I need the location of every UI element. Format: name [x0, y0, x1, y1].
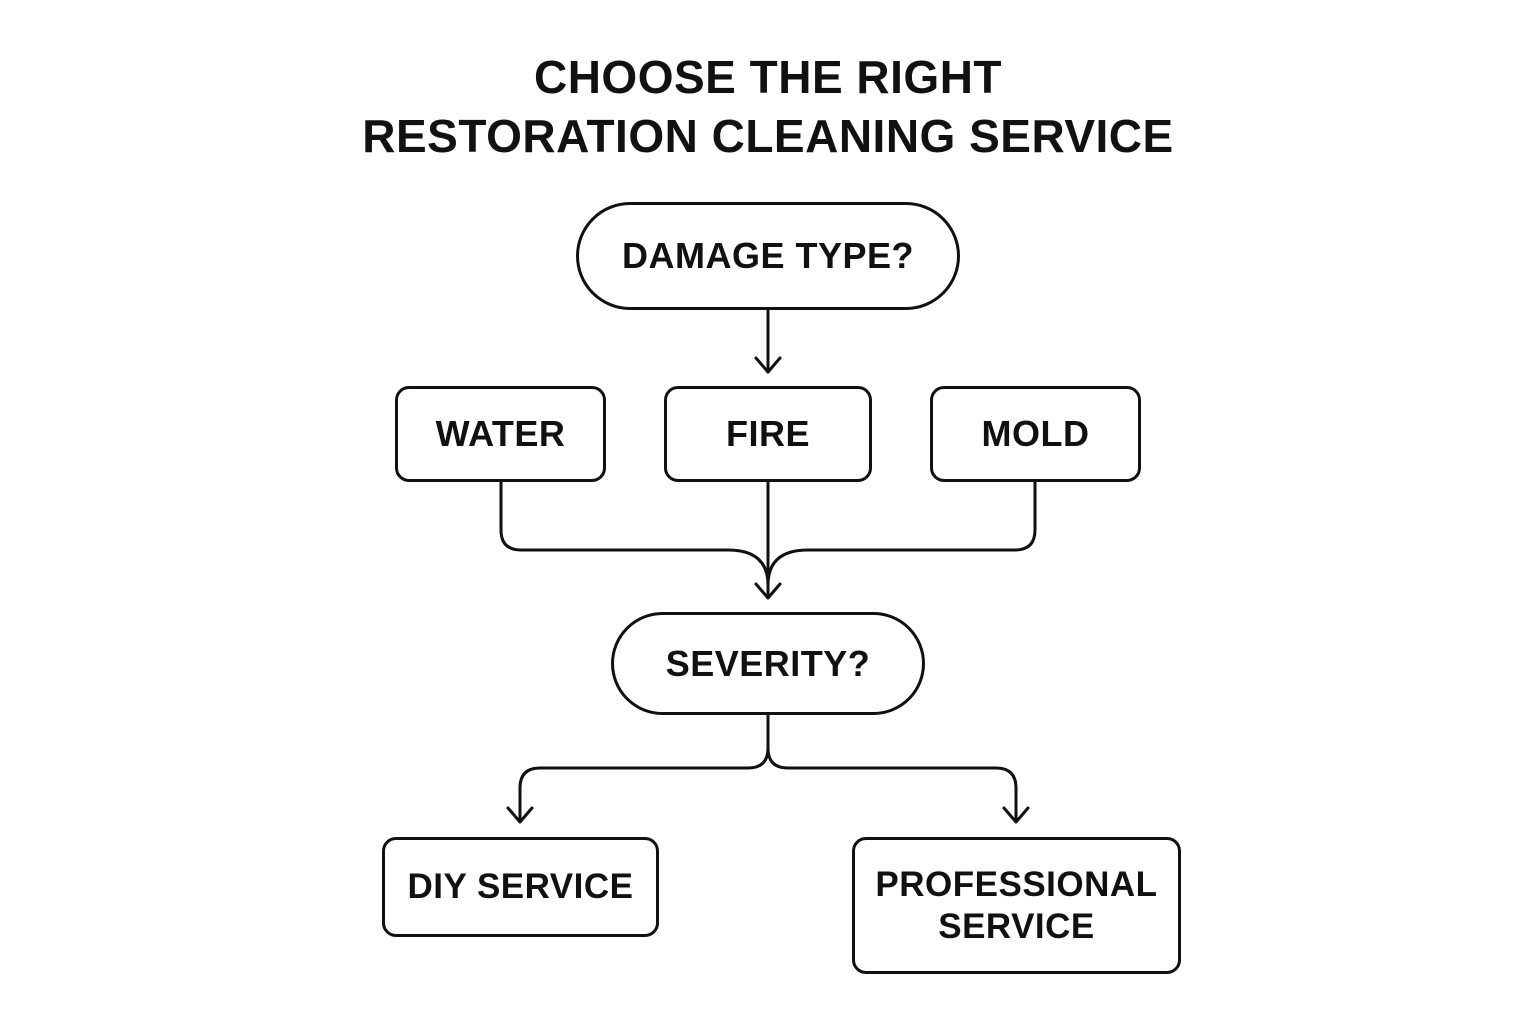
water-node: WATER [395, 386, 606, 482]
mold-node: MOLD [930, 386, 1141, 482]
connector-mold-to-merge [766, 480, 1037, 587]
professional-service-label-line-2: SERVICE [938, 906, 1095, 946]
mold-label: MOLD [981, 413, 1090, 454]
arrowhead-to-professional [1002, 806, 1030, 824]
severity-node: SEVERITY? [611, 612, 925, 715]
diy-service-node: DIY SERVICE [382, 837, 659, 937]
title-line-2: RESTORATION CLEANING SERVICE [362, 110, 1174, 162]
arrowhead-to-severity [754, 582, 782, 600]
water-label: WATER [435, 413, 566, 454]
connector-severity-right [766, 746, 1018, 822]
fire-node: FIRE [664, 386, 872, 482]
damage-type-node: DAMAGE TYPE? [576, 202, 960, 310]
fire-label: FIRE [725, 413, 810, 454]
severity-label: SEVERITY? [665, 642, 871, 684]
connector-severity-stem [518, 713, 770, 822]
professional-service-label-line-1: PROFESSIONAL [875, 864, 1158, 904]
connector-water-to-merge [499, 480, 770, 587]
diy-service-label: DIY SERVICE [407, 867, 634, 906]
professional-service-node: PROFESSIONAL SERVICE [852, 837, 1181, 974]
arrowhead-to-diy [506, 806, 534, 824]
arrowhead-damage-to-types [754, 356, 782, 374]
damage-type-label: DAMAGE TYPE? [621, 235, 914, 276]
title-line-1: CHOOSE THE RIGHT [533, 51, 1003, 103]
